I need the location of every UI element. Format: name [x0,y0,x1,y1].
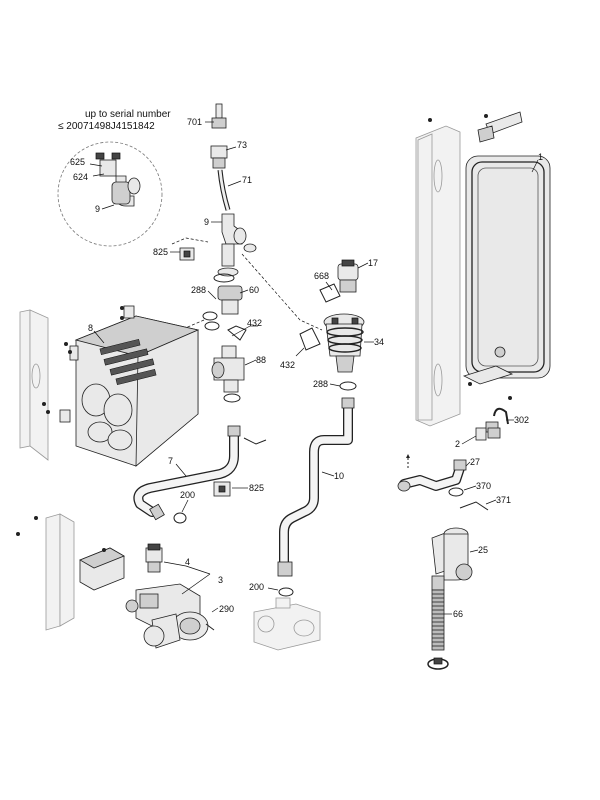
part-7-pipe [133,425,241,524]
inset-circle [57,141,163,247]
callout-668: 668 [314,271,329,281]
callout-825-lower: 825 [249,483,264,493]
lower-left-bracket-ghost [45,513,75,631]
part-25-siphon [431,527,473,581]
callout-25: 25 [478,545,488,555]
callout-4: 4 [185,557,190,567]
part-200-seal-center [278,587,294,597]
hydraulic-block-ghost [253,597,321,651]
part-27-siphon-pipe [397,454,467,492]
callout-71: 71 [242,175,252,185]
callout-1: 1 [538,152,543,162]
part-73 [210,145,228,159]
callout-3: 3 [218,575,223,585]
inset-note-line1: up to serial number [85,109,171,120]
left-backplate-ghost [19,309,49,461]
part-66-drain-hose [427,575,449,670]
vessel-mount-base [462,365,514,385]
part-290-pump [125,583,209,649]
part-288-seal-center [339,381,357,391]
part-432-clip [227,325,247,341]
part-370-seal [448,487,464,497]
callout-288-left: 288 [191,285,206,295]
callout-432-left: 432 [247,318,262,328]
inset-valve-part [95,152,141,207]
part-2-connector [475,427,501,441]
part-288-seal [213,273,235,283]
callout-288-center: 288 [313,379,328,389]
callout-60: 60 [249,285,259,295]
serial-inset: up to serial number ≤ 20071498J4151842 6… [57,109,171,247]
part-10-pipe [277,397,355,577]
mount-bracket-top [477,111,523,143]
part-4-valve [145,543,163,573]
callout-2: 2 [455,439,460,449]
part-1-expansion-vessel [465,155,551,379]
callout-73: 73 [237,140,247,150]
callout-9-inset: 9 [95,204,100,214]
callout-624: 624 [73,172,88,182]
callout-27: 27 [470,457,480,467]
part-60-connector [202,285,243,331]
callout-88: 88 [256,355,266,365]
callout-34: 34 [374,337,384,347]
callout-9: 9 [204,217,209,227]
part-17-vent [337,259,359,293]
part-88-valve [211,345,245,403]
callout-200-center: 200 [249,582,264,592]
part-8-heat-exchanger [59,305,200,467]
part-825-clip-top [179,247,195,261]
callout-701: 701 [187,117,202,127]
part-701 [215,103,223,119]
callout-200-left: 200 [180,490,195,500]
callout-432-center: 432 [280,360,295,370]
callout-370: 370 [476,481,491,491]
callout-8: 8 [88,323,93,333]
callout-290: 290 [219,604,234,614]
part-825-clip-lower [213,481,231,497]
callout-66: 66 [453,609,463,619]
callout-371: 371 [496,495,511,505]
callout-17: 17 [368,258,378,268]
pressure-relief-assembly [210,103,257,277]
part-371-clip [459,501,489,511]
inset-note-line2: ≤ 20071498J4151842 [58,121,155,132]
part-34-pump-head [323,313,365,373]
right-frame-ghost [415,125,461,427]
pump-mount-bracket [79,547,125,591]
callout-625: 625 [70,157,85,167]
callout-302: 302 [514,415,529,425]
callout-7: 7 [168,456,173,466]
callout-10: 10 [334,471,344,481]
part-668-clip [319,283,341,303]
callout-825-top: 825 [153,247,168,257]
part-432-clip-center [299,327,321,351]
